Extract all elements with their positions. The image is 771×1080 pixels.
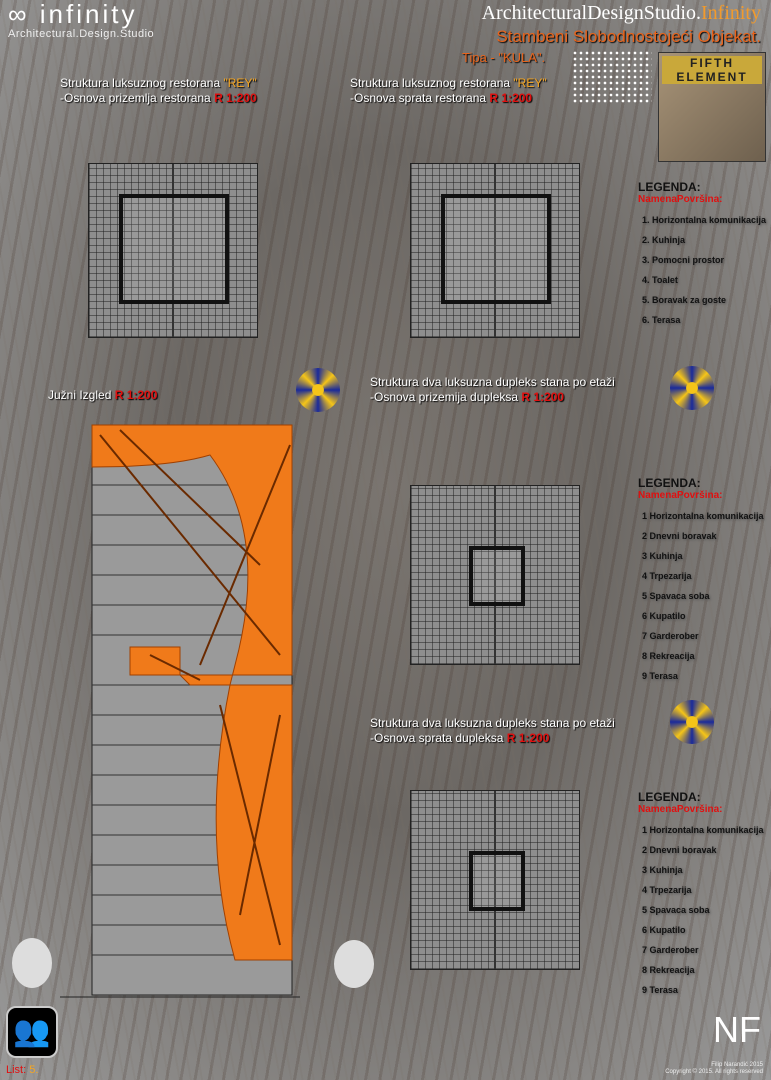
heading-text: Struktura dva luksuzna dupleks stana po … xyxy=(370,375,615,389)
legend-title: LEGENDA: xyxy=(638,476,701,490)
legend-item: 2. Kuhinja xyxy=(642,235,686,245)
legend-duplex-floor: LEGENDA: NamenaPovršina: 1 Horizontalna … xyxy=(638,790,764,995)
heading-duplex-ground: Struktura dva luksuzna dupleks stana po … xyxy=(370,375,615,405)
scale: R 1:200 xyxy=(489,91,533,105)
heading-floor-restaurant: Struktura luksuznog restorana "REY" -Osn… xyxy=(350,76,547,106)
brand-subtitle: Architectural.Design.Studio xyxy=(8,28,155,40)
scale: R 1:200 xyxy=(114,388,158,402)
heading-duplex-floor: Struktura dva luksuzna dupleks stana po … xyxy=(370,716,615,746)
legend-item: 6 Kupatilo xyxy=(642,925,686,935)
compass-icon xyxy=(670,700,714,744)
copyright: Copyright © 2015. All rights reserved xyxy=(665,1069,763,1075)
brand-logo: ∞ infinity xyxy=(8,0,138,29)
legend-item: 7 Garderober xyxy=(642,945,699,955)
legend-item: 5. Boravak za goste xyxy=(642,295,727,305)
heading-text: -Osnova prizemija dupleksa xyxy=(370,390,522,404)
compass-icon xyxy=(670,366,714,410)
legend-item: 4 Trpezarija xyxy=(642,571,692,581)
studio-title: ArchitecturalDesignStudio.Infinity xyxy=(482,2,761,24)
project-type: Tipa - "KULA". xyxy=(462,50,546,65)
badge-text: FIFTH ELEMENT xyxy=(662,56,762,84)
fifth-element-image: FIFTH ELEMENT xyxy=(658,52,766,162)
legend-item: 6. Terasa xyxy=(642,315,681,325)
legend-duplex-ground: LEGENDA: NamenaPovršina: 1 Horizontalna … xyxy=(638,476,764,681)
author-logo: NF xyxy=(713,1009,761,1050)
legend-item: 9 Terasa xyxy=(642,671,678,681)
project-title: Stambeni Slobodnostojeći Objekat. xyxy=(496,27,761,46)
duplex-floor-plan xyxy=(410,790,580,970)
legend-item: 2 Dnevni boravak xyxy=(642,845,717,855)
legend-subtitle: NamenaPovršina: xyxy=(638,490,723,501)
south-elevation-drawing xyxy=(60,424,300,998)
heading-text: Južni Izgled xyxy=(48,388,115,402)
studio-name: ArchitecturalDesignStudio. xyxy=(481,2,701,24)
sheet-value: 5. xyxy=(29,1064,39,1076)
studio-accent: Infinity xyxy=(701,2,761,24)
heading-text: Struktura dva luksuzna dupleks stana po … xyxy=(370,716,615,730)
dot-pattern-image xyxy=(572,50,652,105)
compass-icon xyxy=(296,368,340,412)
restaurant-ground-plan xyxy=(88,163,258,338)
tree-illustration xyxy=(12,938,52,988)
heading-text: Struktura luksuznog restorana xyxy=(350,76,514,90)
legend-item: 2 Dnevni boravak xyxy=(642,531,717,541)
people-icon: 👥 xyxy=(6,1006,58,1058)
legend-item: 5 Spavaca soba xyxy=(642,905,710,915)
legend-title: LEGENDA: xyxy=(638,180,701,194)
heading-south-elevation: Južni Izgled R 1:200 xyxy=(48,388,157,403)
legend-item: 1 Horizontalna komunikacija xyxy=(642,511,764,521)
legend-item: 9 Terasa xyxy=(642,985,678,995)
legend-title: LEGENDA: xyxy=(638,790,701,804)
legend-item: 8 Rekreacija xyxy=(642,965,695,975)
restaurant-name: "REY" xyxy=(513,76,547,90)
restaurant-name: "REY" xyxy=(223,76,257,90)
scale: R 1:200 xyxy=(521,390,565,404)
legend-item: 8 Rekreacija xyxy=(642,651,695,661)
legend-item: 6 Kupatilo xyxy=(642,611,686,621)
heading-text: -Osnova prizemlja restorana xyxy=(60,91,215,105)
legend-item: 7 Garderober xyxy=(642,631,699,641)
tree-illustration xyxy=(334,940,374,988)
legend-item: 1 Horizontalna komunikacija xyxy=(642,825,764,835)
legend-item: 3 Kuhinja xyxy=(642,551,683,561)
sheet-label: List: xyxy=(6,1064,30,1076)
heading-text: Struktura luksuznog restorana xyxy=(60,76,224,90)
duplex-ground-plan xyxy=(410,485,580,665)
legend-item: 4. Toalet xyxy=(642,275,678,285)
heading-ground-restaurant: Struktura luksuznog restorana "REY" -Osn… xyxy=(60,76,257,106)
legend-item: 5 Spavaca soba xyxy=(642,591,710,601)
scale: R 1:200 xyxy=(214,91,257,105)
scale: R 1:200 xyxy=(506,731,550,745)
legend-restaurant: LEGENDA: NamenaPovršina: 1. Horizontalna… xyxy=(638,180,766,325)
sheet-number: List: 5. xyxy=(6,1064,38,1076)
legend-subtitle: NamenaPovršina: xyxy=(638,194,723,205)
legend-item: 1. Horizontalna komunikacija xyxy=(642,215,767,225)
author-name: Filip Narandić 2015 xyxy=(711,1062,763,1068)
legend-item: 4 Trpezarija xyxy=(642,885,692,895)
legend-item: 3 Kuhinja xyxy=(642,865,683,875)
legend-item: 3. Pomocni prostor xyxy=(642,255,725,265)
legend-subtitle: NamenaPovršina: xyxy=(638,804,723,815)
heading-text: -Osnova sprata restorana xyxy=(350,91,490,105)
heading-text: -Osnova sprata dupleksa xyxy=(370,731,507,745)
restaurant-floor-plan xyxy=(410,163,580,338)
